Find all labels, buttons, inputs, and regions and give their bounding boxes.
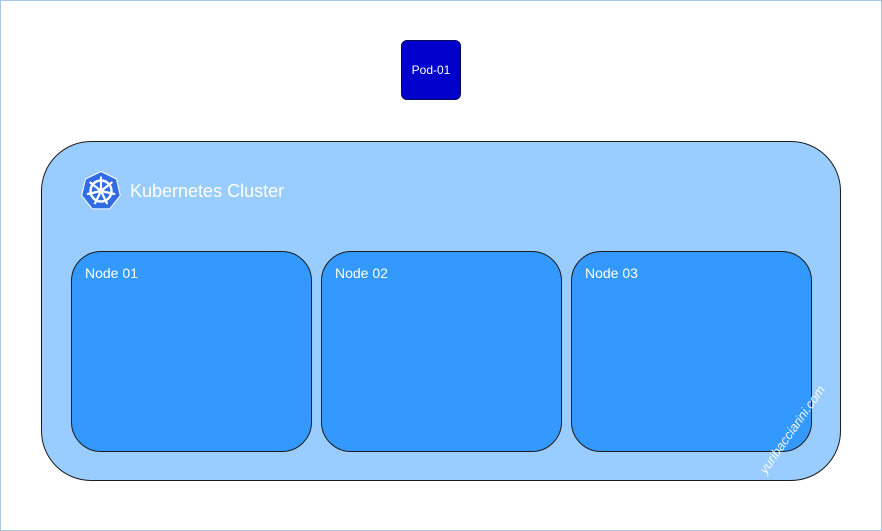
- node-box-02[interactable]: Node 02: [321, 251, 562, 452]
- node-label: Node 02: [335, 265, 388, 281]
- node-box-01[interactable]: Node 01: [71, 251, 312, 452]
- pod-box[interactable]: Pod-01: [401, 40, 461, 100]
- node-label: Node 03: [585, 265, 638, 281]
- cluster-header: Kubernetes Cluster: [81, 170, 285, 211]
- node-box-03[interactable]: Node 03: [571, 251, 812, 452]
- kubernetes-wheel-icon: [81, 170, 121, 210]
- node-label: Node 01: [85, 265, 138, 281]
- pod-label: Pod-01: [411, 63, 451, 77]
- cluster-title: Kubernetes Cluster: [130, 180, 285, 201]
